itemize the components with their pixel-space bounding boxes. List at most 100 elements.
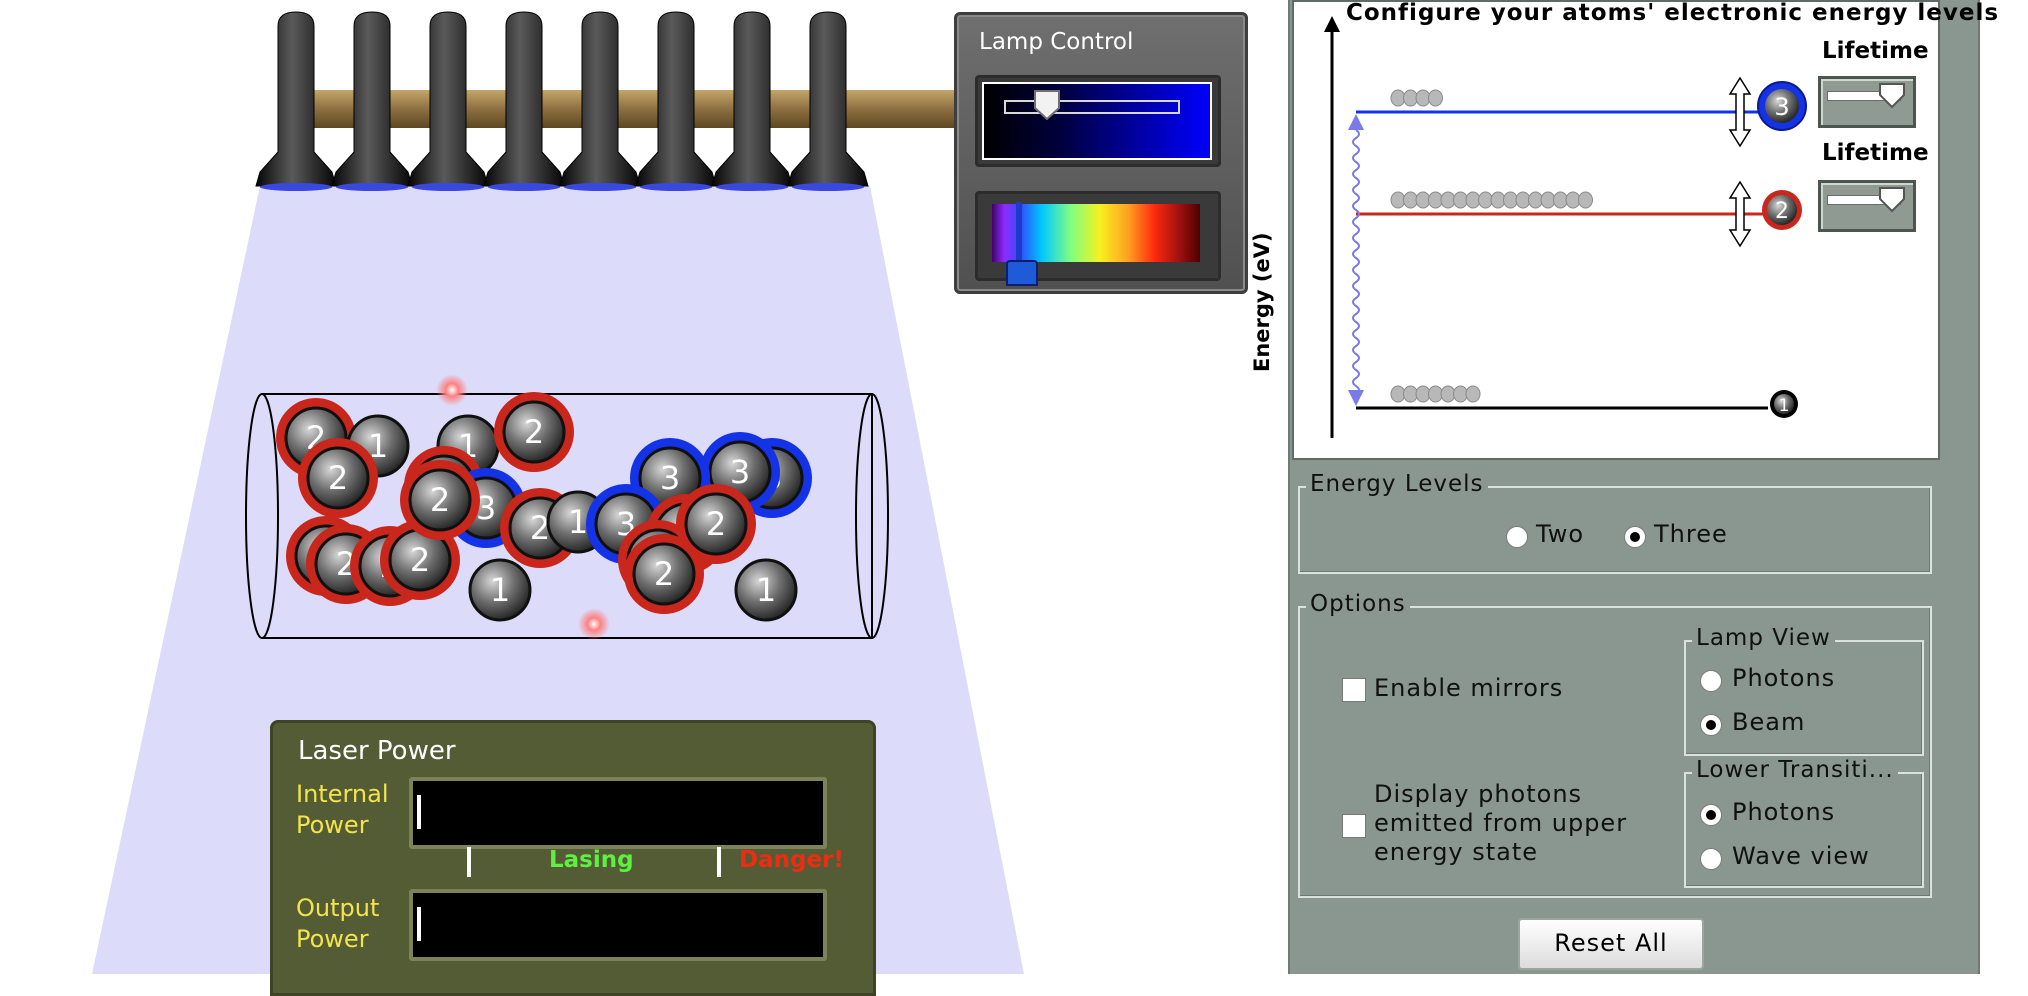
output-power-label-line1: Output <box>296 894 380 922</box>
population-dot <box>1565 191 1581 209</box>
intensity-slider-thumb[interactable] <box>1034 90 1060 120</box>
atom-core <box>734 558 798 622</box>
lasing-threshold-tick <box>467 847 471 877</box>
population-dot <box>1553 191 1568 209</box>
display-photons-checkbox[interactable] <box>1342 814 1366 838</box>
population-dot <box>1428 89 1443 107</box>
danger-threshold-tick <box>717 847 721 877</box>
radio-three-levels[interactable] <box>1624 526 1646 548</box>
lamp-view-group: Lamp View Photons Beam <box>1684 625 1924 756</box>
lamp-control-title: Lamp Control <box>979 29 1134 55</box>
level-1-badge <box>1770 390 1798 418</box>
atom-label: 3 <box>730 453 750 491</box>
population-dot <box>1465 385 1481 403</box>
atom-level-2: 2 <box>624 534 704 614</box>
level-2-badge-label: 2 <box>1775 199 1789 224</box>
display-photons-label[interactable]: Display photons emitted from upper energ… <box>1374 780 1627 867</box>
population-dot <box>1428 191 1443 209</box>
lower-transition-wave-label[interactable]: Wave view <box>1732 842 1870 870</box>
lower-transition-legend: Lower Transiti... <box>1692 757 1898 783</box>
level-3-lifetime-label: Lifetime <box>1822 38 1929 64</box>
laser-power-panel: Laser Power Internal Power Lasing Danger… <box>270 720 876 996</box>
lamp-body <box>787 11 869 187</box>
population-dot <box>1453 191 1468 209</box>
radio-lower-transition-wave[interactable] <box>1700 848 1722 870</box>
atom-level-2: 2 <box>380 520 460 600</box>
internal-power-needle <box>417 795 421 829</box>
lamp-control-panel: Lamp Control <box>954 12 1248 294</box>
wavelength-slider-knob[interactable] <box>1006 260 1038 286</box>
level-2-lifetime-label: Lifetime <box>1822 140 1929 166</box>
atom-label: 1 <box>368 427 388 465</box>
level-2-lifetime-thumb[interactable] <box>1879 187 1905 213</box>
atom-label: 1 <box>568 503 588 541</box>
radio-lamp-view-photons[interactable] <box>1700 670 1722 692</box>
atom-label: 2 <box>430 481 450 519</box>
energy-level-diagram: Configure your atoms' electronic energy … <box>1250 0 1998 460</box>
lower-transition-group: Lower Transiti... Photons Wave view <box>1684 757 1924 888</box>
population-dot <box>1515 191 1531 209</box>
lamp-emitter <box>412 183 484 191</box>
level-1-population <box>1390 385 1481 403</box>
population-dot <box>1390 385 1406 403</box>
lamp-view-photons-label[interactable]: Photons <box>1732 664 1836 692</box>
atom-core <box>408 468 472 532</box>
display-photons-label-line1: Display photons <box>1374 780 1583 808</box>
population-dot <box>1453 385 1468 403</box>
radio-two-levels[interactable] <box>1506 526 1528 548</box>
wavelength-marker <box>1016 202 1022 264</box>
atom-level-2: 2 <box>298 438 378 518</box>
reset-all-button[interactable]: Reset All <box>1518 918 1704 970</box>
level-3-lifetime-thumb[interactable] <box>1879 83 1905 109</box>
level-3-lifetime-slider[interactable] <box>1818 76 1916 128</box>
atom-label: 1 <box>490 571 510 609</box>
two-levels-label[interactable]: Two <box>1536 520 1584 548</box>
energy-diagram-title: Configure your atoms' electronic energy … <box>1346 0 2000 26</box>
population-dot <box>1440 191 1456 209</box>
display-photons-label-line3: energy state <box>1374 838 1539 866</box>
population-dot <box>1540 191 1556 209</box>
lamp-emitter <box>640 183 712 191</box>
radio-lower-transition-photons[interactable] <box>1700 804 1722 826</box>
energy-levels-legend: Energy Levels <box>1306 471 1488 497</box>
internal-power-meter <box>409 777 827 849</box>
atom-label: 2 <box>530 509 550 547</box>
lower-transition-photons-label[interactable]: Photons <box>1732 798 1836 826</box>
population-dot <box>1503 191 1518 209</box>
atom-level-2: 2 <box>676 484 756 564</box>
three-levels-label[interactable]: Three <box>1654 520 1728 548</box>
level-2-adjust-arrow <box>1728 180 1752 248</box>
lamp-view-beam-label[interactable]: Beam <box>1732 708 1806 736</box>
energy-levels-group: Energy Levels Two Three <box>1298 471 1932 574</box>
population-dot <box>1490 191 1506 209</box>
population-dot <box>1578 191 1593 209</box>
atom-label: 2 <box>524 413 544 451</box>
energy-axis-label: Energy (eV) <box>1250 232 1274 372</box>
internal-power-label: Internal Power <box>296 779 389 841</box>
level-2-lifetime-slider[interactable] <box>1818 180 1916 232</box>
population-dot <box>1465 191 1481 209</box>
control-panel: Configure your atoms' electronic energy … <box>1250 0 1998 974</box>
lamp-8 <box>787 11 869 191</box>
radio-lamp-view-beam[interactable] <box>1700 714 1722 736</box>
intensity-slider-track <box>1004 100 1180 114</box>
output-power-needle <box>417 907 421 941</box>
lamp-emitter <box>792 183 864 191</box>
pump-transition-wave <box>1352 129 1360 395</box>
lamp-view-legend: Lamp View <box>1692 625 1835 651</box>
intensity-slider[interactable] <box>982 82 1212 160</box>
output-power-meter <box>409 889 827 961</box>
enable-mirrors-checkbox[interactable] <box>1342 678 1366 702</box>
energy-level-graphic: 3 2 1 <box>1324 16 1807 438</box>
atom-level-2: 2 <box>400 460 480 540</box>
wavelength-spectrum[interactable] <box>992 204 1200 262</box>
enable-mirrors-label[interactable]: Enable mirrors <box>1374 674 1564 702</box>
output-power-label-line2: Power <box>296 925 369 953</box>
population-dot <box>1528 191 1543 209</box>
atom-label: 2 <box>706 505 726 543</box>
level-2-badge <box>1762 190 1802 230</box>
atom-label: 2 <box>328 459 348 497</box>
population-dot <box>1478 191 1493 209</box>
lamp-rod <box>300 90 960 128</box>
atom-label: 3 <box>660 459 680 497</box>
